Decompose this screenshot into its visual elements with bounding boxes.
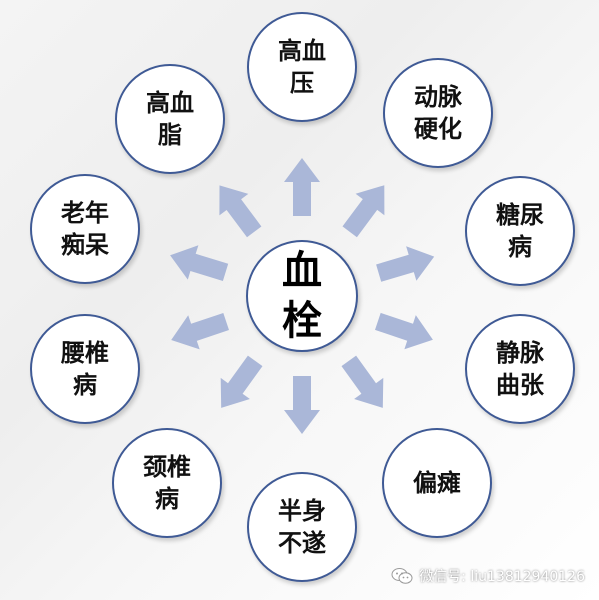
node-text: 老年 痴呆	[61, 197, 109, 261]
node-label-line: 糖尿	[496, 201, 544, 229]
center-label-line-2: 栓	[282, 298, 322, 344]
connector-arrow	[341, 355, 384, 408]
node-varicose-veins: 静脉 曲张	[465, 314, 575, 424]
node-label-line: 病	[508, 233, 532, 261]
node-label-line: 压	[290, 69, 314, 97]
node-text: 颈椎 病	[143, 451, 191, 515]
connector-arrow	[284, 158, 320, 216]
connector-arrow	[284, 376, 320, 434]
node-label-line: 曲张	[496, 371, 544, 399]
node-senile-dementia: 老年 痴呆	[30, 174, 140, 284]
node-text: 动脉 硬化	[414, 81, 462, 145]
node-label-line: 不遂	[278, 529, 326, 557]
watermark-text: 微信号: liu13812940126	[419, 569, 585, 585]
node-text: 糖尿 病	[496, 199, 544, 263]
node-label-line: 痴呆	[61, 231, 109, 259]
center-node-text: 血 栓	[282, 246, 322, 346]
node-hyperlipidemia: 高血 脂	[115, 64, 225, 174]
node-label-line: 病	[73, 371, 97, 399]
connector-arrow	[342, 185, 385, 238]
node-diabetes: 糖尿 病	[465, 176, 575, 286]
center-node-blood-clot: 血 栓	[246, 240, 358, 352]
wechat-icon	[391, 568, 413, 584]
node-label-line: 偏瘫	[413, 469, 461, 497]
node-hemiplegia: 偏瘫	[382, 428, 492, 538]
node-label-line: 腰椎	[61, 339, 109, 367]
center-label-line-1: 血	[282, 248, 322, 294]
connector-arrow	[220, 355, 263, 408]
node-text: 高血 压	[278, 35, 326, 99]
node-label-line: 老年	[61, 199, 109, 227]
node-label-line: 高血	[146, 89, 194, 117]
connector-arrow	[170, 245, 229, 281]
node-arteriosclerosis: 动脉 硬化	[383, 58, 493, 168]
watermark: 微信号: liu13812940126	[391, 566, 585, 586]
node-text: 腰椎 病	[61, 337, 109, 401]
node-label-line: 半身	[278, 497, 326, 525]
node-label-line: 病	[155, 485, 179, 513]
node-hypertension: 高血 压	[247, 12, 357, 122]
connector-arrow	[171, 313, 229, 350]
connector-arrow	[375, 312, 433, 350]
node-lumbar-spondylosis: 腰椎 病	[30, 314, 140, 424]
connector-arrow	[219, 185, 262, 238]
node-cervical-spondylosis: 颈椎 病	[112, 428, 222, 538]
node-text: 高血 脂	[146, 87, 194, 151]
connector-arrow	[376, 246, 435, 282]
node-text: 偏瘫	[413, 467, 461, 499]
node-label-line: 颈椎	[143, 453, 191, 481]
node-hemiparalysis: 半身 不遂	[247, 472, 357, 582]
node-label-line: 高血	[278, 37, 326, 65]
node-text: 半身 不遂	[278, 495, 326, 559]
node-label-line: 静脉	[496, 339, 544, 367]
node-text: 静脉 曲张	[496, 337, 544, 401]
node-label-line: 脂	[158, 121, 182, 149]
node-label-line: 硬化	[414, 115, 462, 143]
node-label-line: 动脉	[414, 83, 462, 111]
